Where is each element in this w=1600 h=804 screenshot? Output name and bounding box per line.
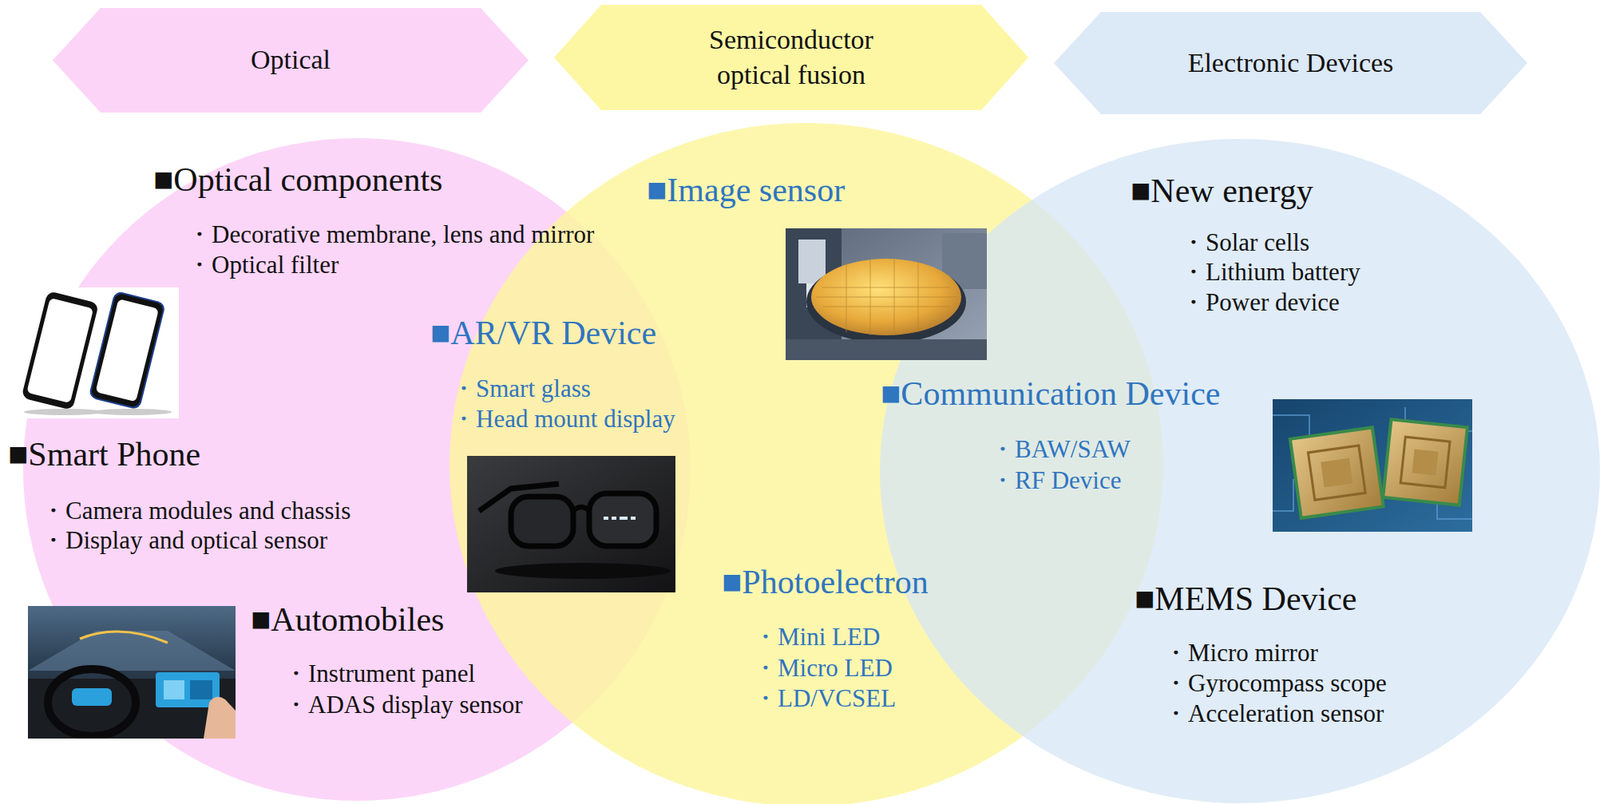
bullet-item: ・Power device (1180, 287, 1340, 317)
bullet-item: ・Micro LED (752, 653, 893, 683)
section-heading: ■Automobiles (250, 599, 444, 640)
bullet-item: ・Mini LED (752, 621, 880, 652)
section-heading: ■New energy (1130, 170, 1314, 211)
section-heading: ■Smart Phone (7, 434, 201, 475)
electronic-circle (879, 138, 1600, 804)
bullet-item: ・Head mount display (451, 403, 676, 434)
banner-title: Electronic Devices (1188, 45, 1395, 81)
chip-picture (1272, 399, 1473, 532)
hexagon-banner: Semiconductor optical fusion (554, 4, 1029, 111)
hexagon-fill (554, 4, 1029, 111)
bullet-item: ・BAW/SAW (990, 434, 1131, 464)
section-heading: ■MEMS Device (1134, 578, 1358, 619)
section-heading: ■Communication Device (880, 373, 1220, 414)
hexagon-fill (1053, 11, 1528, 115)
hexagon-fill (52, 7, 529, 113)
smart-glasses-picture (467, 455, 676, 593)
bullet-item: ・Optical filter (186, 249, 339, 280)
banner-title: Semiconductor optical fusion (671, 22, 911, 93)
banner-title: Optical (250, 42, 331, 78)
hexagon-banner: Electronic Devices (1053, 11, 1528, 115)
section-heading: ■AR/VR Device (430, 312, 657, 353)
hexagon-banner: Optical (52, 7, 529, 113)
bullet-item: ・Decorative membrane, lens and mirror (186, 219, 595, 250)
bullet-item: ・Smart glass (451, 373, 591, 404)
smartphone-picture (18, 287, 179, 419)
bullet-item: ・Solar cells (1180, 227, 1310, 258)
bullet-item: ・LD/VCSEL (752, 683, 896, 713)
bullet-item: ・Instrument panel (283, 658, 476, 689)
bullet-item: ・Lithium battery (1180, 257, 1361, 287)
bullet-item: ・Acceleration sensor (1163, 698, 1384, 729)
wafer-picture (785, 228, 987, 361)
bullet-item: ・Micro mirror (1163, 637, 1319, 668)
bullet-item: ・Camera modules and chassis (40, 495, 351, 526)
section-heading: ■Photoelectron (721, 562, 929, 602)
section-heading: ■Optical components (153, 159, 443, 200)
bullet-item: ・RF Device (990, 465, 1121, 496)
bullet-item: ・Gyrocompass scope (1163, 668, 1387, 698)
bullet-item: ・ADAS display sensor (283, 689, 523, 720)
car-dashboard-picture (27, 605, 236, 739)
hexagon-shape (554, 4, 1029, 111)
section-heading: ■Image sensor (646, 170, 845, 210)
bullet-item: ・Display and optical sensor (40, 525, 328, 555)
